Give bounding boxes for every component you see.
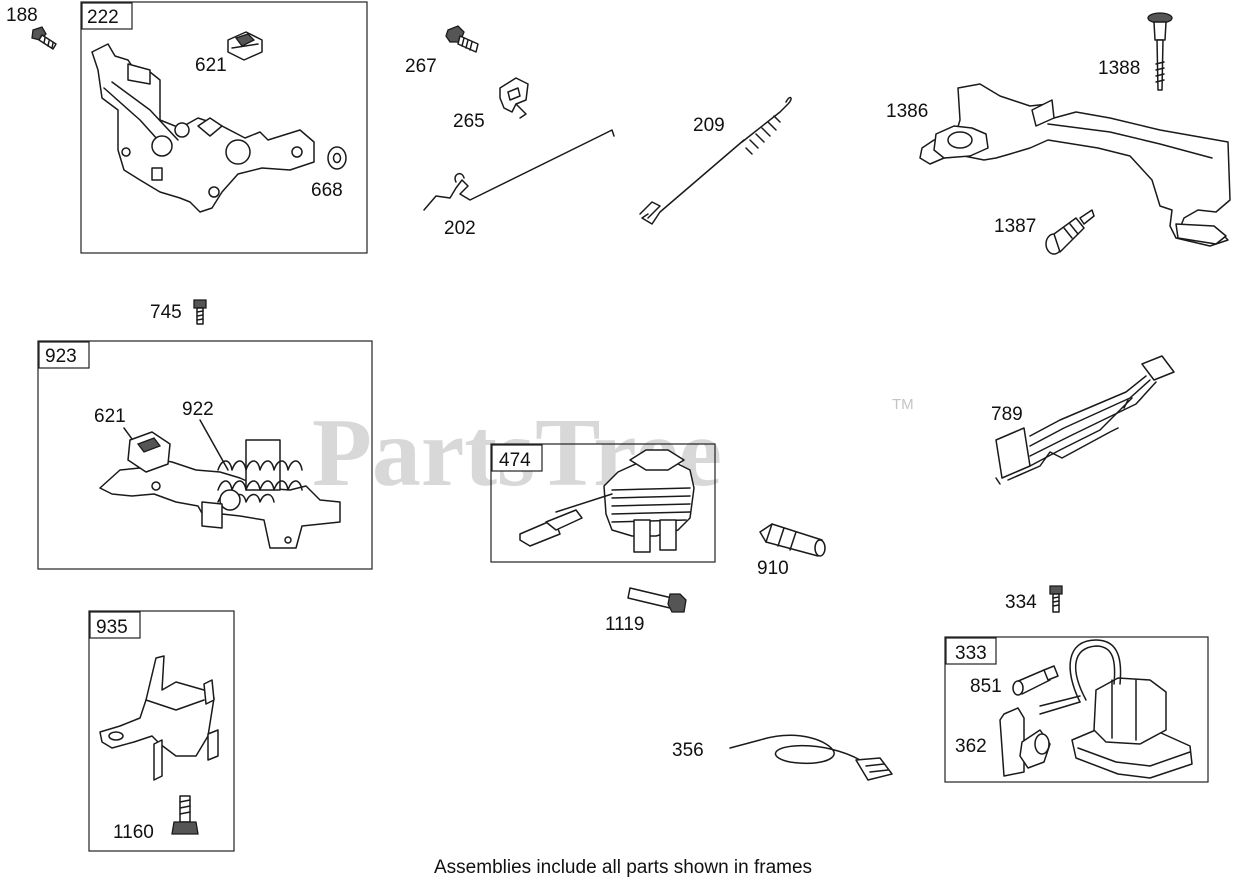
watermark-trademark: TM <box>892 396 914 413</box>
part-1388-screw[interactable] <box>1147 12 1173 91</box>
frame-tag-923: 923 <box>45 346 77 367</box>
part-202-governor-link[interactable] <box>423 129 615 211</box>
part-265-clip[interactable] <box>499 77 529 119</box>
ignition-armature[interactable] <box>519 449 695 553</box>
callout-188: 188 <box>6 5 38 26</box>
control-bracket-935[interactable] <box>99 655 219 781</box>
part-1386-bracket[interactable] <box>919 83 1231 247</box>
part-356-ground-wire[interactable] <box>729 734 893 781</box>
frame-tag-222: 222 <box>87 7 119 28</box>
callout-910: 910 <box>757 558 789 579</box>
part-1160-screw[interactable] <box>171 795 199 835</box>
part-789-wire-harness[interactable] <box>995 355 1175 485</box>
callout-1386: 1386 <box>886 101 928 122</box>
part-1119-screw[interactable] <box>627 587 687 613</box>
part-1387-fitting[interactable] <box>1045 209 1095 255</box>
callout-789: 789 <box>991 404 1023 425</box>
throttle-control-plate[interactable] <box>99 431 341 549</box>
part-188-bolt[interactable] <box>31 26 57 50</box>
part-668-washer[interactable] <box>327 146 347 170</box>
callout-668: 668 <box>311 180 343 201</box>
callout-334: 334 <box>1005 592 1037 613</box>
assembly-frame-333[interactable]: 333 851 362 <box>944 636 1209 783</box>
frame-tag-935: 935 <box>96 617 128 638</box>
callout-1388: 1388 <box>1098 58 1140 79</box>
callout-267: 267 <box>405 56 437 77</box>
callout-202: 202 <box>444 218 476 239</box>
callout-362: 362 <box>955 736 987 757</box>
callout-851: 851 <box>970 676 1002 697</box>
callout-356: 356 <box>672 740 704 761</box>
callout-621: 621 <box>195 55 227 76</box>
part-851-connector[interactable] <box>1012 665 1059 696</box>
frame-tag-474: 474 <box>499 450 531 471</box>
part-267-bolt[interactable] <box>445 25 479 53</box>
part-334-bolt[interactable] <box>1049 585 1063 613</box>
assembly-frame-923[interactable]: 923 621 922 <box>37 340 373 570</box>
callout-265: 265 <box>453 111 485 132</box>
diagram-caption: Assemblies include all parts shown in fr… <box>434 857 812 878</box>
callout-1387: 1387 <box>994 216 1036 237</box>
assembly-frame-935[interactable]: 935 1160 <box>88 610 235 852</box>
callout-1160: 1160 <box>113 822 154 843</box>
ignition-coil-333[interactable] <box>1039 639 1193 779</box>
part-621-clip[interactable] <box>227 31 263 61</box>
callout-1119: 1119 <box>605 614 644 635</box>
part-209-governor-spring[interactable] <box>639 96 792 225</box>
callout-922: 922 <box>182 399 214 420</box>
frame-tag-333: 333 <box>955 643 987 664</box>
callout-209: 209 <box>693 115 725 136</box>
governor-control-bracket[interactable] <box>91 43 315 213</box>
callout-621: 621 <box>94 406 126 427</box>
part-745-bolt[interactable] <box>193 299 207 325</box>
assembly-frame-222[interactable]: 222 621 668 <box>80 1 368 254</box>
part-362-boot[interactable] <box>999 707 1051 777</box>
part-910-spacer[interactable] <box>759 523 826 557</box>
assembly-frame-474[interactable]: 474 <box>490 443 716 563</box>
callout-745: 745 <box>150 302 182 323</box>
